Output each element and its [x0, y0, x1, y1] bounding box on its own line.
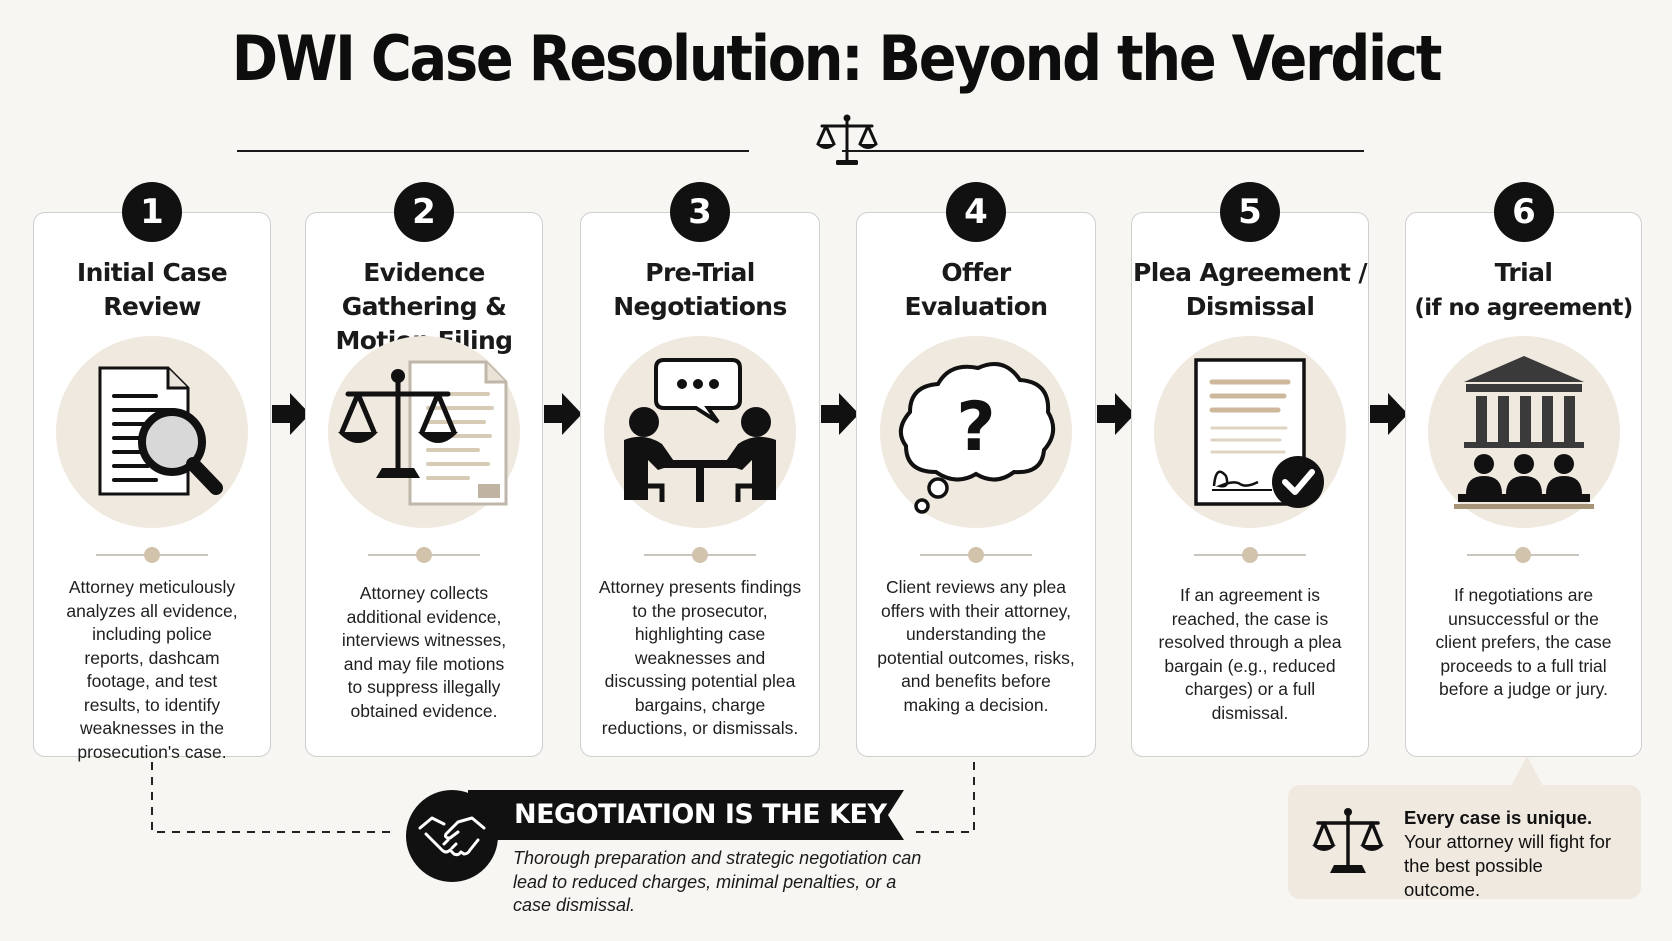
- divider-dot-4: [968, 547, 984, 563]
- note-text: Your attorney will fight for the best po…: [1404, 831, 1612, 900]
- courthouse-jury-icon: [1454, 356, 1594, 509]
- step-title-1-line2: Review: [103, 292, 201, 321]
- flow-arrow-1: [272, 393, 310, 435]
- title-rule-right: [842, 150, 1364, 152]
- divider-dot-3: [692, 547, 708, 563]
- step-description-3: Attorney presents findings to the prosec…: [598, 577, 802, 738]
- step-description-4: Client reviews any plea offers with thei…: [877, 577, 1075, 715]
- scales-of-justice-icon-small: [1312, 808, 1384, 873]
- title-rule-left: [237, 150, 749, 152]
- svg-text:?: ?: [956, 388, 995, 467]
- divider-dot-5: [1242, 547, 1258, 563]
- step-description-1: Attorney meticulously analyzes all evide…: [66, 577, 238, 762]
- scales-document-icon: [338, 360, 508, 506]
- step-number-5: 5: [1220, 182, 1280, 242]
- step-number-3: 3: [670, 182, 730, 242]
- negotiation-description: Thorough preparation and strategic negot…: [513, 848, 922, 915]
- step-description-2: Attorney collects additional evidence, i…: [341, 583, 507, 721]
- flow-arrow-2: [544, 393, 582, 435]
- step-title-4-line1: Offer: [941, 258, 1011, 287]
- step-description-6: If negotiations are unsuccessful or the …: [1435, 585, 1612, 699]
- page-title: DWI Case Resolution: Beyond the Verdict: [231, 22, 1443, 95]
- divider-dot-1: [144, 547, 160, 563]
- negotiation-title: NEGOTIATION IS THE KEY: [514, 799, 887, 830]
- thought-cloud-question-icon: ?: [898, 362, 1056, 514]
- flow-arrow-4: [1097, 393, 1135, 435]
- step-title-6-line1: Trial: [1494, 258, 1553, 287]
- flow-arrow-5: [1370, 393, 1408, 435]
- step-title-5-line2: Dismissal: [1185, 292, 1315, 321]
- document-magnifier-icon: [98, 366, 223, 496]
- negotiation-banner: [468, 790, 904, 840]
- handshake-icon: [418, 816, 486, 857]
- step-title-1-line1: Initial Case: [76, 258, 228, 287]
- divider-dot-2: [416, 547, 432, 563]
- step-title-3: Pre-Trial Negotiations: [580, 256, 820, 324]
- step-title-4: Offer Evaluation: [856, 256, 1096, 324]
- step-number-4: 4: [946, 182, 1006, 242]
- step-title-2-line1: Evidence Gathering &: [341, 258, 507, 321]
- signed-document-check-icon: [1194, 358, 1324, 508]
- step-number-2: 2: [394, 182, 454, 242]
- step-description-5: If an agreement is reached, the case is …: [1158, 585, 1342, 723]
- step-title-1: Initial Case Review: [33, 256, 271, 324]
- step-title-4-line2: Evaluation: [904, 292, 1049, 321]
- step-title-3-line2: Negotiations: [613, 292, 787, 321]
- divider-dot-6: [1515, 547, 1531, 563]
- step-title-6-line2: (if no agreement): [1414, 295, 1633, 321]
- step-number-6: 6: [1494, 182, 1554, 242]
- note-title: Every case is unique.: [1404, 807, 1593, 828]
- step-number-1: 1: [122, 182, 182, 242]
- flow-arrow-3: [821, 393, 859, 435]
- step-title-3-line1: Pre-Trial: [645, 258, 755, 287]
- step-title-5: Plea Agreement / Dismissal: [1131, 256, 1369, 324]
- scales-of-justice-icon: [816, 114, 878, 165]
- meeting-speech-bubble-icon: [624, 358, 776, 502]
- step-title-5-line1: Plea Agreement /: [1133, 258, 1368, 287]
- step-title-6: Trial (if no agreement): [1405, 256, 1642, 325]
- note-pointer: [1510, 756, 1544, 788]
